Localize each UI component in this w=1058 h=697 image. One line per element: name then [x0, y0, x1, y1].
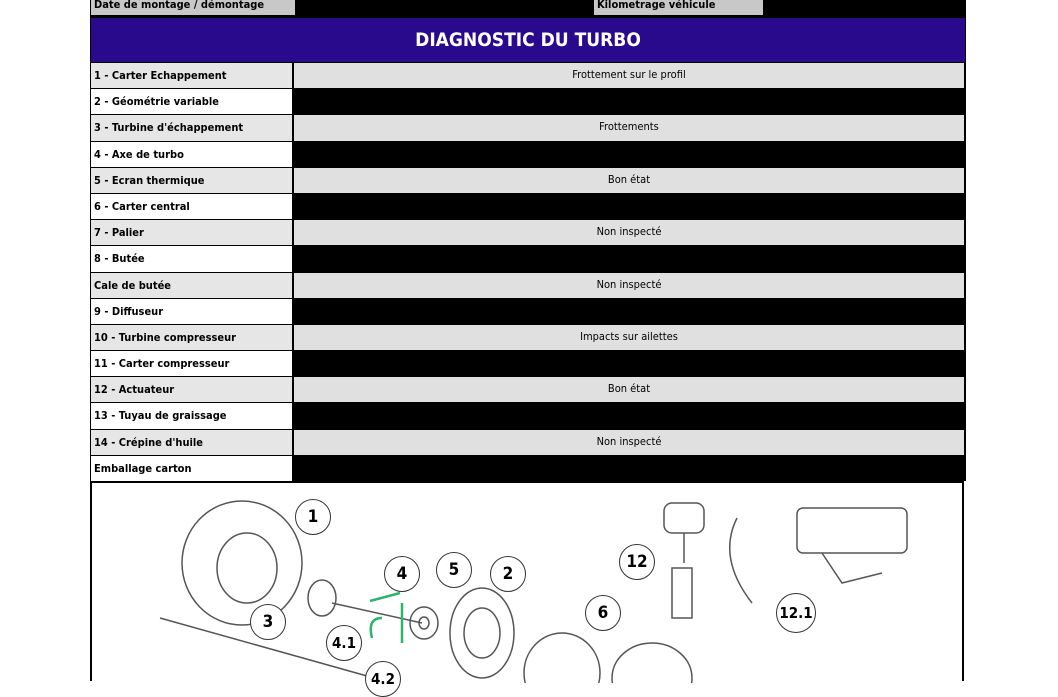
component-label: 6 - Carter central — [91, 192, 292, 220]
diagnostic-value[interactable]: Frottements — [294, 114, 964, 141]
table-row: 13 - Tuyau de graissage — [90, 402, 966, 429]
component-label: 5 - Ecran thermique — [91, 166, 292, 193]
diagnostic-value[interactable] — [294, 297, 964, 324]
turbo-parts-drawing — [159, 500, 908, 683]
header-bar: Date de montage / démontage Kilometrage … — [90, 0, 966, 17]
callout-6: 6 — [585, 595, 621, 631]
diagnostic-value[interactable] — [294, 192, 964, 220]
callout-4-2: 4.2 — [365, 661, 401, 697]
callout-12-1: 12.1 — [776, 593, 816, 633]
page-title: DIAGNOSTIC DU TURBO — [90, 17, 966, 63]
component-label: 3 - Turbine d'échappement — [91, 114, 292, 141]
diagnostic-value[interactable] — [294, 140, 964, 167]
diagnostic-value[interactable]: Frottement sur le profil — [294, 62, 964, 89]
km-label: Kilometrage véhicule — [594, 0, 763, 15]
component-label: 13 - Tuyau de graissage — [91, 402, 292, 429]
diagnostic-value[interactable]: Impacts sur ailettes — [294, 323, 964, 351]
table-row: 8 - Butée — [90, 245, 966, 272]
diagnostic-value[interactable]: Bon état — [294, 166, 964, 193]
component-label: 11 - Carter compresseur — [91, 350, 292, 377]
diagnostic-value[interactable]: Bon état — [294, 376, 964, 403]
turbo-exploded-diagram: 1 2 3 4 4.1 4.2 5 6 12 12.1 — [90, 481, 964, 697]
callout-4: 4 — [384, 556, 420, 592]
diagnostic-value[interactable]: Non inspecté — [294, 219, 964, 246]
component-label: 10 - Turbine compresseur — [91, 323, 292, 351]
table-row: 9 - Diffuseur — [90, 297, 966, 324]
component-label: 7 - Palier — [91, 219, 292, 246]
diagnostic-value[interactable] — [294, 350, 964, 377]
table-row: 2 - Géométrie variable — [90, 88, 966, 115]
component-label: 2 - Géométrie variable — [91, 88, 292, 115]
component-label: 9 - Diffuseur — [91, 297, 292, 324]
diagnostic-value[interactable] — [294, 245, 964, 272]
callout-12: 12 — [619, 544, 655, 580]
diagnostic-value[interactable]: Non inspecté — [294, 428, 964, 455]
component-label: 12 - Actuateur — [91, 376, 292, 403]
callout-4-1: 4.1 — [326, 625, 362, 661]
table-row: 4 - Axe de turbo — [90, 140, 966, 167]
component-label: 8 - Butée — [91, 245, 292, 272]
component-label: 1 - Carter Echappement — [91, 62, 292, 89]
diagnostic-value[interactable]: Non inspecté — [294, 271, 964, 298]
date-label: Date de montage / démontage — [91, 0, 295, 15]
table-row: 11 - Carter compresseur — [90, 350, 966, 377]
callout-3: 3 — [250, 604, 286, 640]
callout-1: 1 — [295, 499, 331, 535]
callout-2: 2 — [490, 556, 526, 592]
diagnostic-value[interactable] — [294, 454, 964, 481]
component-label: 4 - Axe de turbo — [91, 140, 292, 167]
callout-5: 5 — [436, 552, 472, 588]
diagnostic-value[interactable] — [294, 88, 964, 115]
component-label: 14 - Crépine d'huile — [91, 428, 292, 455]
diagnostic-value[interactable] — [294, 402, 964, 429]
table-row: 6 - Carter central — [90, 192, 966, 220]
component-label: Cale de butée — [91, 271, 292, 298]
table-row: Emballage carton — [90, 454, 966, 481]
component-label: Emballage carton — [91, 454, 292, 481]
